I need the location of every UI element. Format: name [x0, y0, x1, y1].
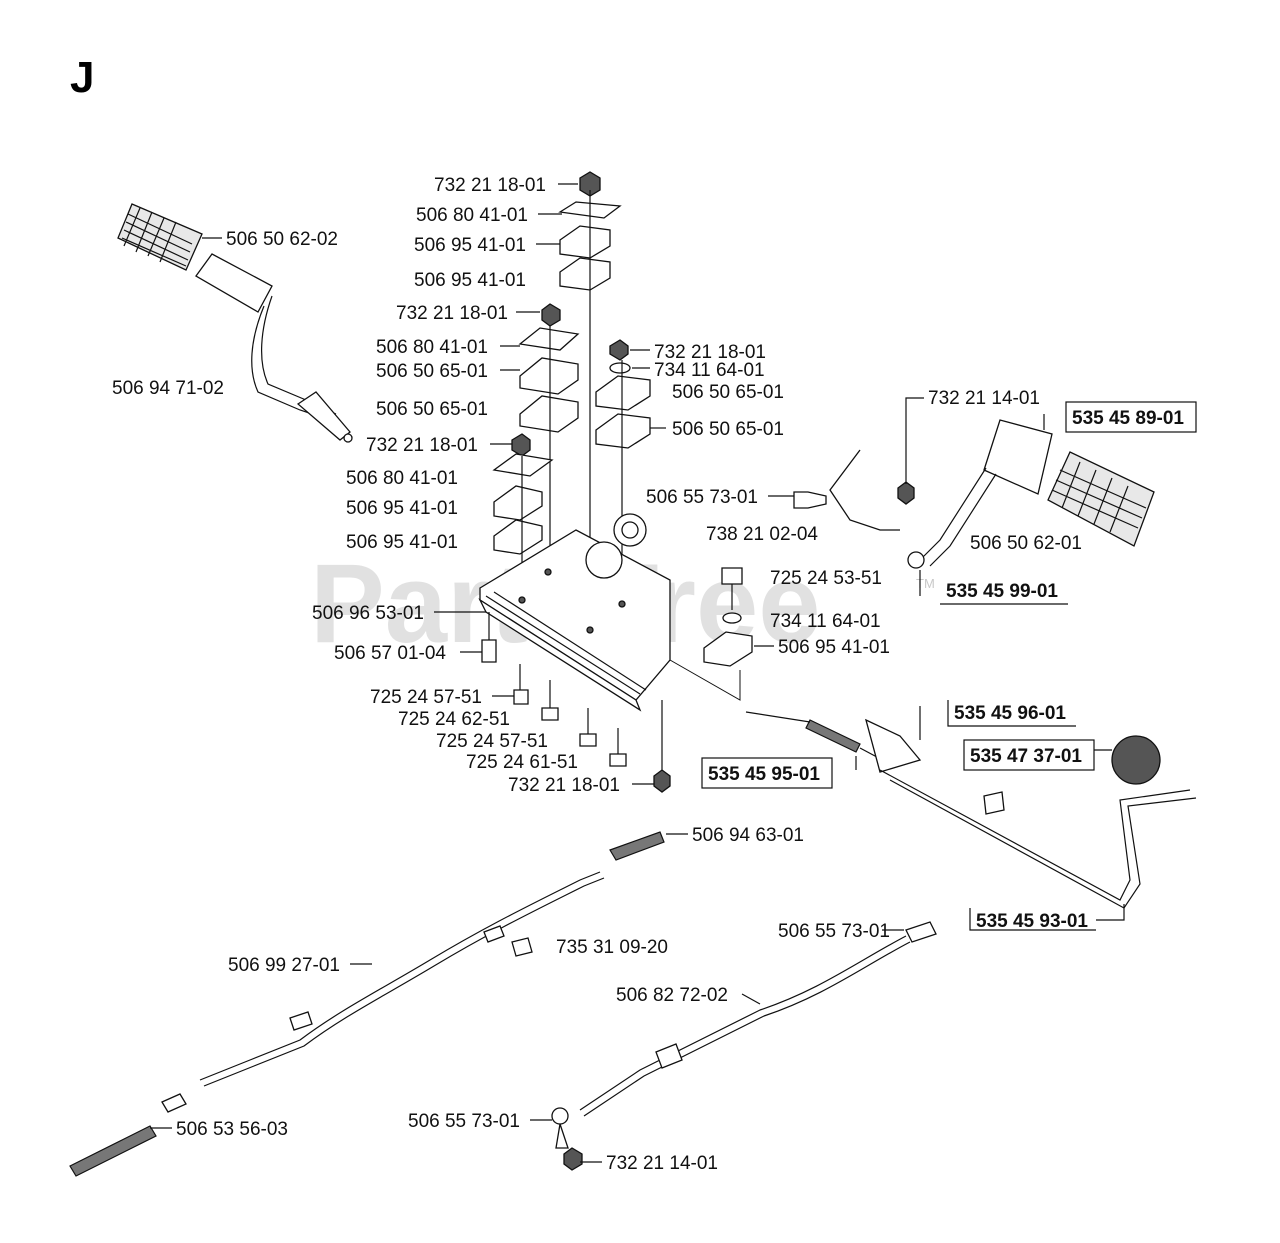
- label-506-96-53-01: 506 96 53-01: [312, 603, 424, 624]
- label-738-21-02-04: 738 21 02-04: [706, 524, 818, 545]
- label-506-95-41-01-c: 506 95 41-01: [346, 498, 458, 519]
- nut-2: [541, 303, 561, 327]
- label-732-21-14-01-a: 732 21 14-01: [928, 388, 1040, 409]
- label-506-80-41-01-b: 506 80 41-01: [376, 337, 488, 358]
- box-535-45-89-01: [1065, 401, 1197, 433]
- upper-cable: [69, 831, 665, 1177]
- block-4: [519, 395, 579, 433]
- label-506-80-41-01-c: 506 80 41-01: [346, 468, 458, 489]
- label-506-55-73-01-c: 506 55 73-01: [408, 1111, 520, 1132]
- pedal-pad-left: [117, 203, 203, 271]
- nut-bottom: [653, 769, 671, 793]
- spring-rod: [805, 719, 861, 753]
- washer-1: [609, 362, 631, 374]
- label-506-95-41-01-d: 506 95 41-01: [346, 532, 458, 553]
- block-6: [493, 519, 543, 555]
- nut-3: [511, 433, 531, 457]
- right-bolt-block: [703, 567, 753, 667]
- leader-lines: [150, 183, 1125, 1163]
- label-734-11-64-01-a: 734 11 64-01: [654, 360, 765, 381]
- block-5: [493, 485, 543, 521]
- left-pedal-assembly: [117, 203, 353, 443]
- bolts: [481, 612, 671, 793]
- label-506-94-71-02: 506 94 71-02: [112, 378, 224, 399]
- label-506-55-73-01-b: 506 55 73-01: [778, 921, 890, 942]
- label-732-21-18-01-a: 732 21 18-01: [434, 175, 546, 196]
- assembly-labels: 535 45 89-01 535 45 99-01 535 45 96-01 5…: [701, 401, 1197, 932]
- label-735-31-09-20: 735 31 09-20: [556, 937, 668, 958]
- nut-top: [579, 171, 601, 197]
- label-506-95-41-01-a: 506 95 41-01: [414, 235, 526, 256]
- label-732-21-18-01-c: 732 21 18-01: [366, 435, 478, 456]
- part-labels: 732 21 18-01 506 80 41-01 506 95 41-01 5…: [112, 175, 1082, 1174]
- label-725-24-57-51-a: 725 24 57-51: [370, 687, 482, 708]
- watermark-tm: TM: [916, 576, 935, 591]
- label-506-99-27-01: 506 99 27-01: [228, 955, 340, 976]
- right-pedal-assembly: [793, 419, 1155, 569]
- label-506-55-73-01-a: 506 55 73-01: [646, 487, 758, 508]
- base-plate: [478, 513, 741, 712]
- plate-2: [518, 327, 580, 351]
- label-732-21-18-01-d: 732 21 18-01: [654, 342, 766, 363]
- nut-4: [609, 339, 629, 361]
- label-535-47-37-01: 535 47 37-01: [970, 746, 1082, 767]
- label-506-50-65-01-a: 506 50 65-01: [376, 361, 488, 382]
- plate-3: [492, 453, 554, 477]
- label-506-82-72-02: 506 82 72-02: [616, 985, 728, 1006]
- nut-right: [897, 481, 915, 505]
- section-letter: J: [70, 53, 94, 102]
- label-734-11-64-01-b: 734 11 64-01: [770, 611, 881, 632]
- label-725-24-53-51: 725 24 53-51: [770, 568, 882, 589]
- clip: [511, 937, 533, 957]
- pedal-pad-right: [1047, 451, 1155, 547]
- pedal-sleeve-left: [195, 253, 273, 313]
- label-506-50-65-01-b: 506 50 65-01: [376, 399, 488, 420]
- block-7: [595, 375, 651, 411]
- block-2: [559, 257, 611, 291]
- box-535-45-95-01: [701, 757, 833, 789]
- nut-lower: [563, 1147, 583, 1171]
- label-506-95-41-01-b: 506 95 41-01: [414, 270, 526, 291]
- label-506-53-56-03: 506 53 56-03: [176, 1119, 288, 1140]
- label-535-45-95-01: 535 45 95-01: [708, 764, 820, 785]
- label-506-50-62-02: 506 50 62-02: [226, 229, 338, 250]
- block-1: [559, 225, 611, 259]
- label-506-50-65-01-d: 506 50 65-01: [672, 419, 784, 440]
- block-3: [519, 357, 579, 395]
- linkage-rod: [745, 711, 1197, 909]
- label-732-21-18-01-e: 732 21 18-01: [508, 775, 620, 796]
- spring-lower: [69, 1125, 157, 1177]
- label-506-50-62-01: 506 50 62-01: [970, 533, 1082, 554]
- label-506-94-63-01: 506 94 63-01: [692, 825, 804, 846]
- label-506-80-41-01-a: 506 80 41-01: [416, 205, 528, 226]
- label-535-45-89-01: 535 45 89-01: [1072, 408, 1184, 429]
- label-725-24-57-51-b: 725 24 57-51: [436, 731, 548, 752]
- label-535-45-96-01: 535 45 96-01: [954, 703, 1066, 724]
- spring-upper: [609, 831, 665, 861]
- lower-cable: [551, 921, 937, 1171]
- block-right: [703, 631, 753, 667]
- label-725-24-61-51: 725 24 61-51: [466, 752, 578, 773]
- box-535-47-37-01: [963, 739, 1095, 771]
- label-535-45-93-01: 535 45 93-01: [976, 911, 1088, 932]
- label-725-24-62-51: 725 24 62-51: [398, 709, 510, 730]
- label-506-57-01-04: 506 57 01-04: [334, 643, 446, 664]
- label-506-95-41-01-e: 506 95 41-01: [778, 637, 890, 658]
- label-732-21-14-01-b: 732 21 14-01: [606, 1153, 718, 1174]
- upper-stack: [492, 171, 651, 630]
- label-732-21-18-01-b: 732 21 18-01: [396, 303, 508, 324]
- label-506-50-65-01-c: 506 50 65-01: [672, 382, 784, 403]
- block-8: [595, 413, 651, 449]
- pedal-sleeve-right: [983, 419, 1053, 495]
- label-535-45-99-01: 535 45 99-01: [946, 581, 1058, 602]
- knob: [1111, 735, 1161, 785]
